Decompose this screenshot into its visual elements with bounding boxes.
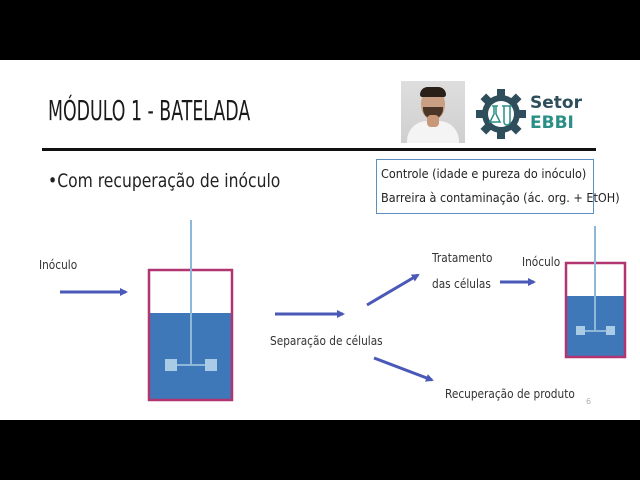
info-box: Controle (idade e pureza do inóculo) Bar… — [376, 159, 620, 214]
page-number: 6 — [586, 397, 592, 406]
label-separacao: Separação de células — [270, 334, 383, 348]
logo-text-ebbi: EBBI — [530, 113, 574, 133]
main-bioreactor — [147, 220, 234, 402]
process-diagram — [60, 220, 627, 402]
main-tank-impeller-left — [165, 359, 177, 371]
presenter-hands — [427, 115, 439, 127]
bullet-point: •Com recuperação de inóculo — [48, 170, 281, 192]
presenter-webcam — [401, 81, 465, 143]
presenter-shirt — [407, 121, 459, 143]
arrow-to-tratamento — [366, 273, 420, 307]
label-recuperacao: Recuperação de produto — [445, 387, 575, 401]
small-bioreactor — [564, 226, 627, 359]
info-line-barreira: Barreira à contaminação (ác. org. + EtOH… — [381, 190, 620, 205]
main-tank-impeller-right — [205, 359, 217, 371]
label-inoculo-left: Inóculo — [39, 258, 78, 272]
slide: MÓDULO 1 - BATELADA Setor EBBI •Com — [0, 60, 640, 420]
small-tank-impeller-left — [576, 326, 585, 335]
info-line-controle: Controle (idade e pureza do inóculo) — [381, 166, 587, 181]
small-tank-impeller-right — [606, 326, 615, 335]
label-tratamento-1: Tratamento — [432, 251, 493, 265]
slide-title: MÓDULO 1 - BATELADA — [48, 94, 251, 127]
arrow-to-recuperacao — [373, 356, 434, 382]
title-divider — [42, 148, 596, 151]
logo-text-setor: Setor — [530, 93, 582, 113]
presenter-hair — [420, 87, 446, 97]
gear-flask-icon — [476, 89, 526, 139]
label-tratamento-2: das células — [432, 277, 491, 291]
label-inoculo-right: Inóculo — [522, 255, 561, 269]
